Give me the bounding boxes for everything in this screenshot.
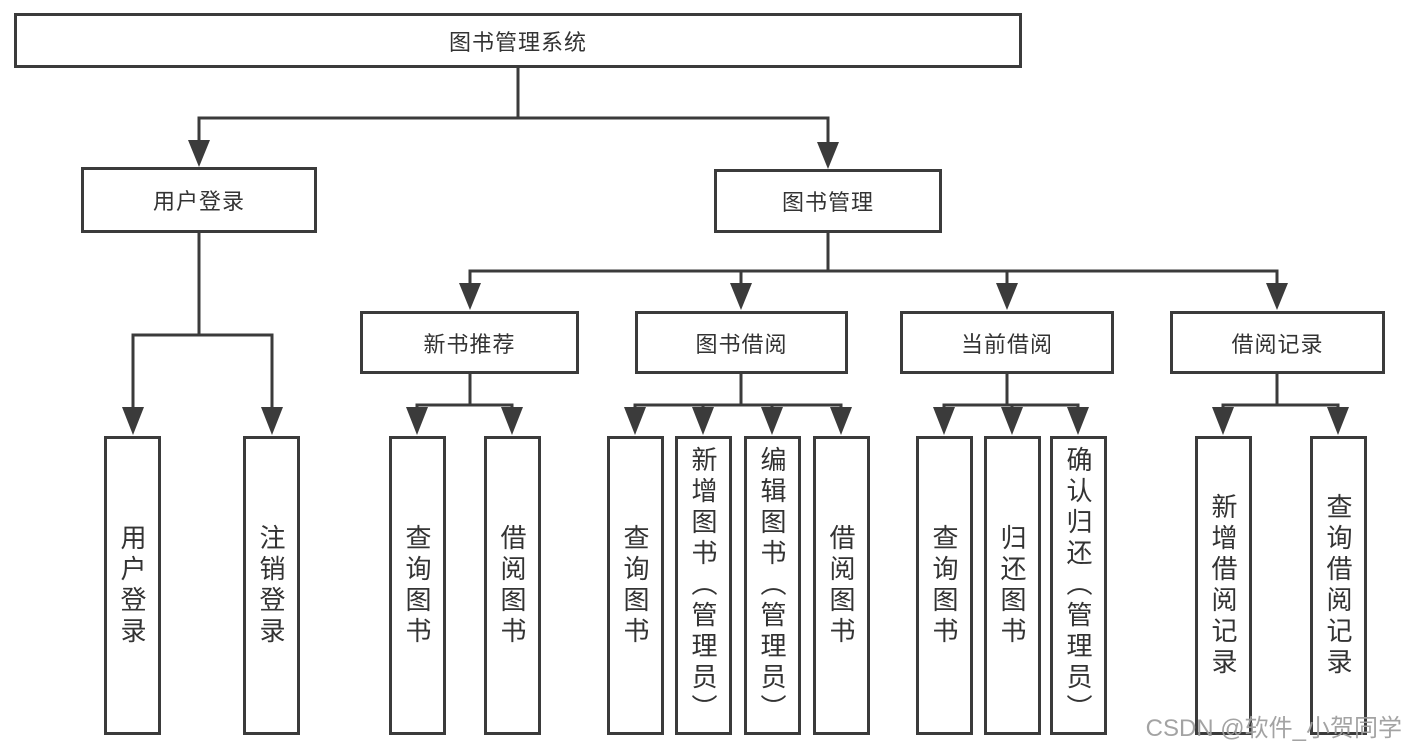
node-label: 查询图书 — [620, 523, 650, 648]
node-root-system: 图书管理系统 — [14, 13, 1022, 68]
leaf-return-books: 归还图书 — [984, 436, 1041, 735]
node-borrow-records: 借阅记录 — [1170, 311, 1385, 374]
node-label: 借阅记录 — [1231, 331, 1324, 357]
leaf-edit-books-admin: 编辑图书（管理员） — [744, 436, 801, 735]
node-user-login-module: 用户登录 — [81, 167, 317, 233]
leaf-query-books-recommend: 查询图书 — [389, 436, 446, 735]
leaf-borrow-books-recommend: 借阅图书 — [484, 436, 541, 735]
leaf-borrow-books: 借阅图书 — [813, 436, 870, 735]
leaf-query-books-borrow: 查询图书 — [607, 436, 664, 735]
node-label: 借阅图书 — [826, 523, 856, 648]
node-label: 查询图书 — [402, 523, 432, 648]
leaf-query-borrow-record: 查询借阅记录 — [1310, 436, 1367, 735]
arrowhead-icons — [122, 140, 1349, 435]
node-label: 新书推荐 — [423, 331, 516, 357]
node-label: 图书借阅 — [695, 331, 788, 357]
node-label: 编辑图书（管理员） — [757, 446, 787, 725]
node-label: 新增图书（管理员） — [688, 446, 718, 725]
node-label: 确认归还（管理员） — [1063, 446, 1093, 725]
node-label: 当前借阅 — [960, 331, 1053, 357]
node-label: 图书管理 — [781, 190, 874, 215]
node-current-borrow: 当前借阅 — [900, 311, 1114, 374]
node-new-book-recommend: 新书推荐 — [360, 311, 579, 374]
node-label: 查询图书 — [929, 523, 959, 648]
leaf-query-books-current: 查询图书 — [916, 436, 973, 735]
leaf-add-borrow-record: 新增借阅记录 — [1195, 436, 1252, 735]
node-label: 图书管理系统 — [448, 29, 587, 55]
leaf-add-books-admin: 新增图书（管理员） — [675, 436, 732, 735]
leaf-confirm-return-admin: 确认归还（管理员） — [1050, 436, 1107, 735]
node-label: 查询借阅记录 — [1323, 492, 1353, 679]
leaf-user-login: 用户登录 — [104, 436, 161, 735]
node-label: 注销登录 — [256, 523, 286, 648]
node-book-management-module: 图书管理 — [714, 169, 942, 233]
node-label: 归还图书 — [997, 523, 1027, 648]
node-label: 用户登录 — [117, 523, 147, 648]
node-label: 用户登录 — [152, 189, 245, 214]
node-label: 新增借阅记录 — [1208, 492, 1238, 679]
leaf-logout: 注销登录 — [243, 436, 300, 735]
node-book-borrow: 图书借阅 — [635, 311, 848, 374]
node-label: 借阅图书 — [497, 523, 527, 648]
